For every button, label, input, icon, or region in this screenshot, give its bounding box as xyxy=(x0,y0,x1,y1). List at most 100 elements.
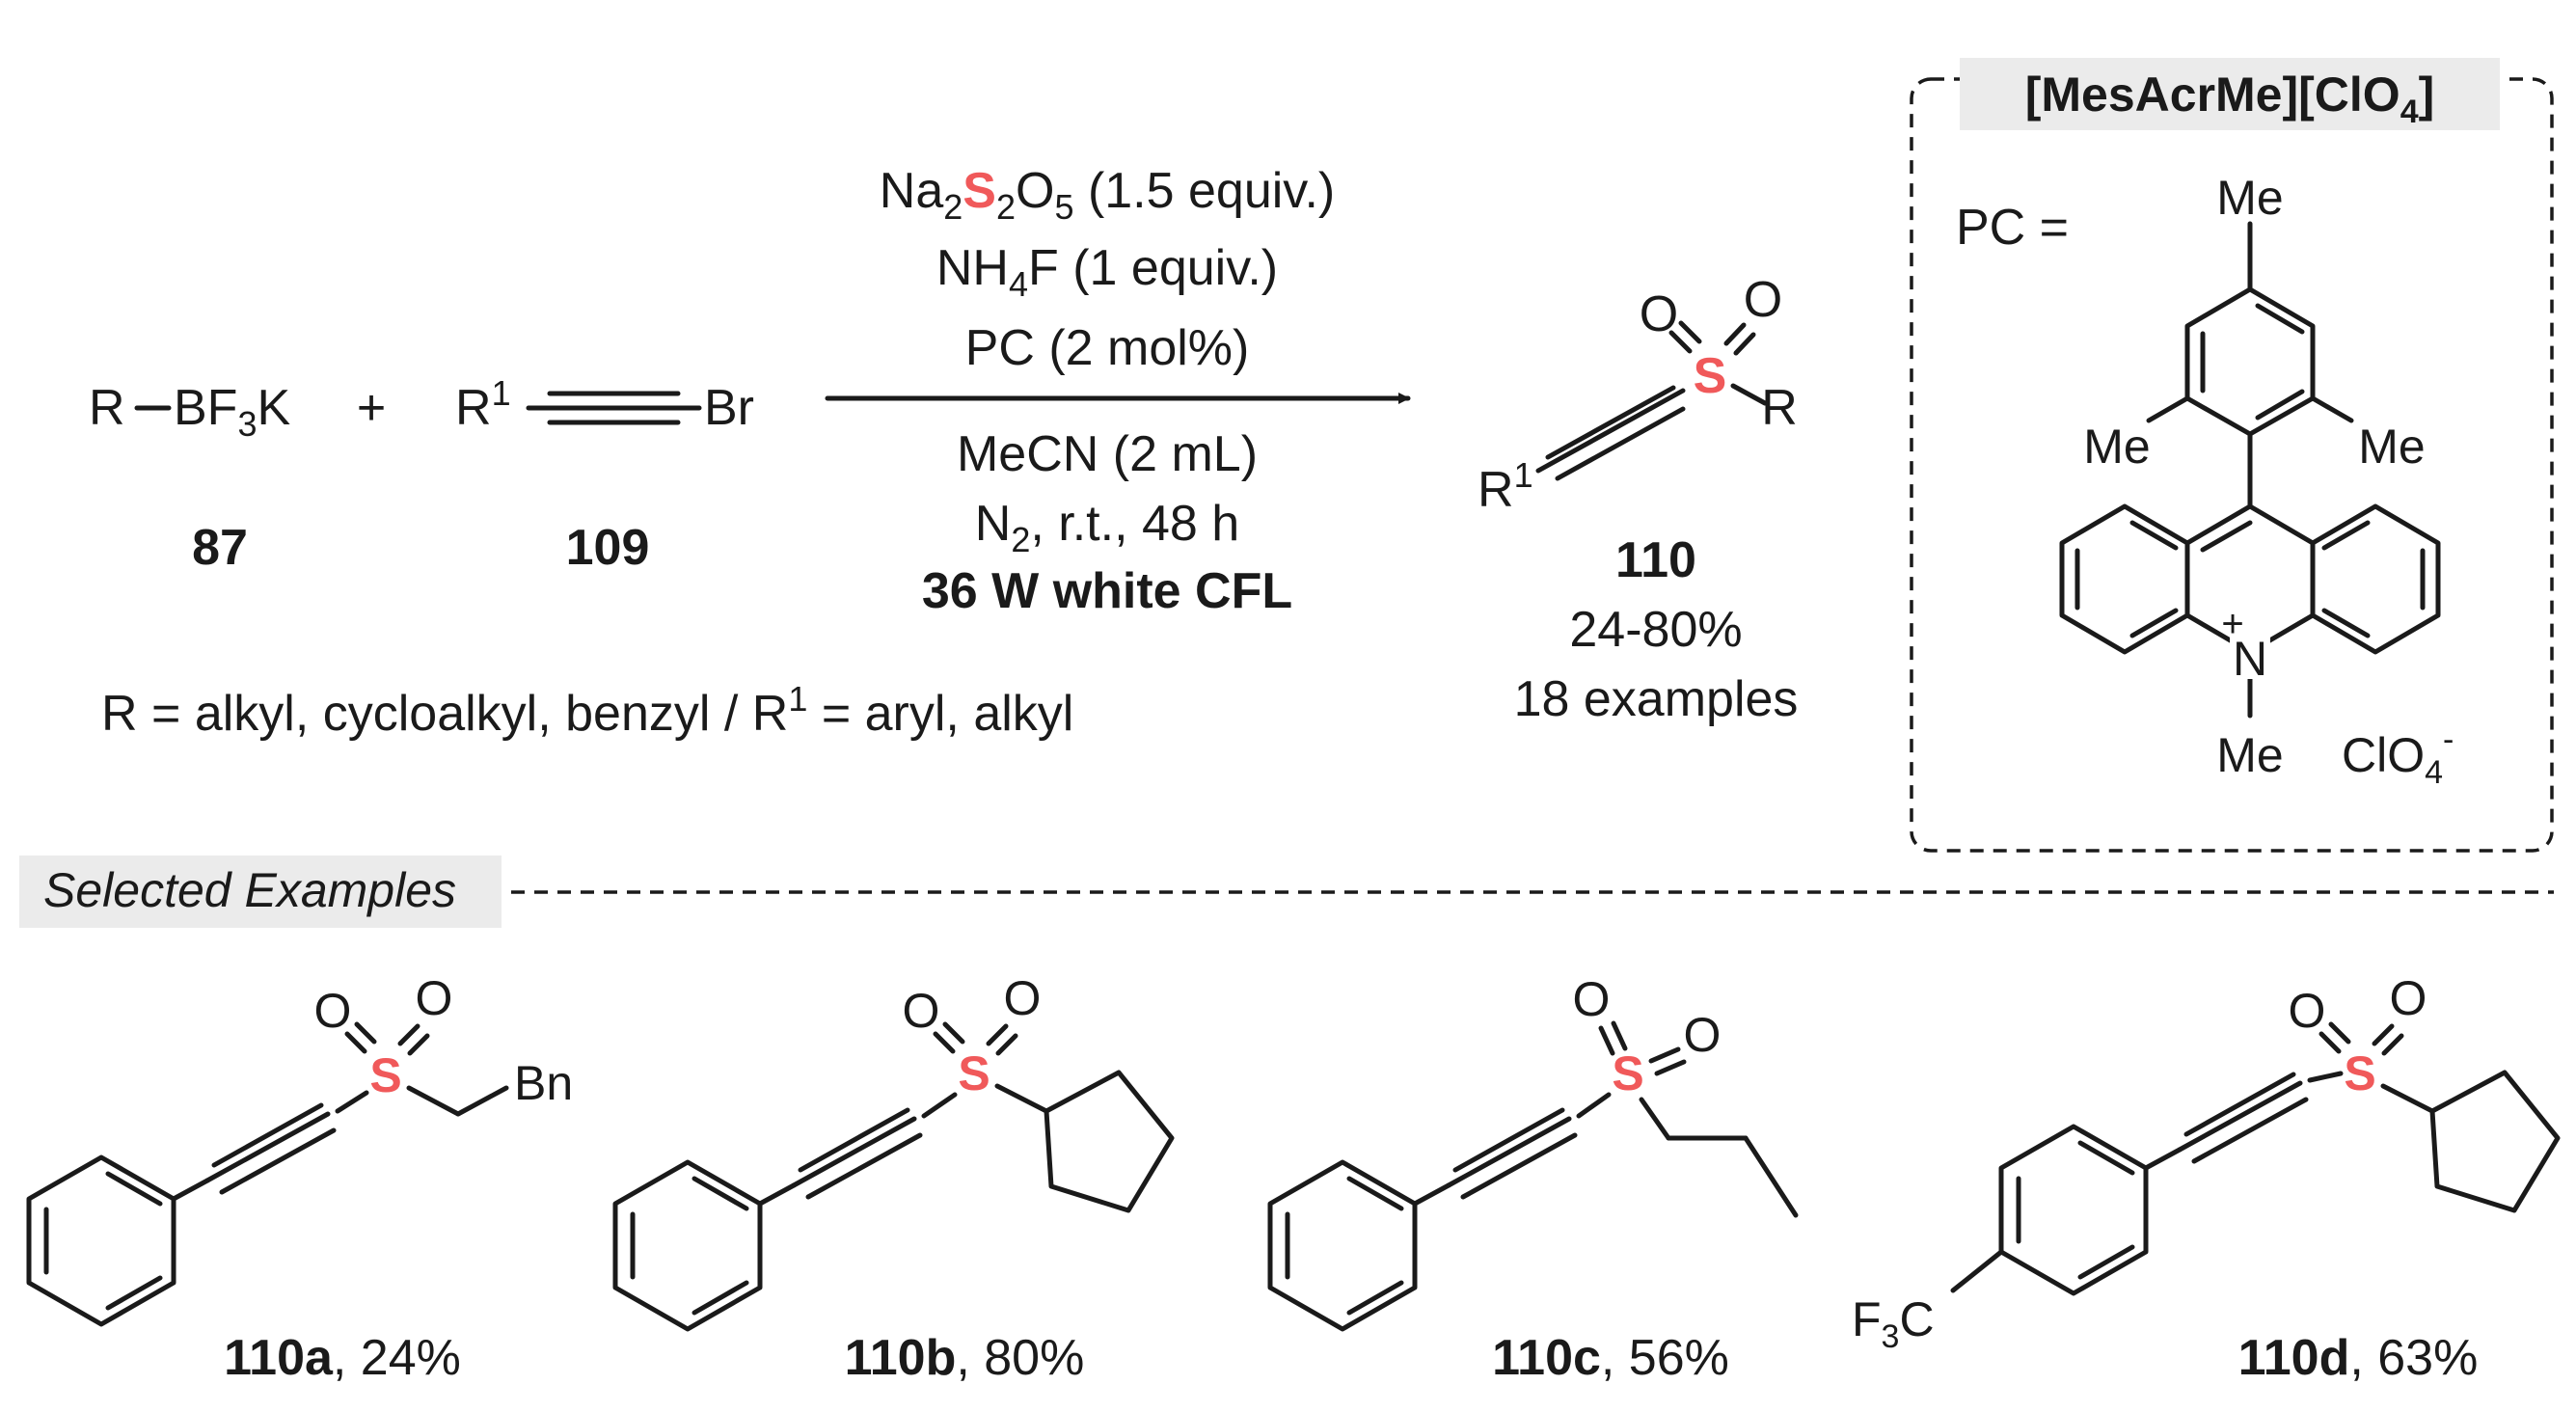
alkyne-110c-center xyxy=(1446,1116,1572,1188)
right-ring-double-2 xyxy=(2321,520,2371,551)
label-110d: 110d, 63% xyxy=(2238,1330,2479,1386)
acridinium-left-ring xyxy=(2059,503,2190,655)
aryl-110d-double-3 xyxy=(2077,1244,2135,1280)
oxygen-110b-left: O xyxy=(903,984,940,1038)
so-110a-right-1 xyxy=(397,1023,420,1046)
so-bond-left-2 xyxy=(1678,320,1702,344)
oxygen-110c-top: O xyxy=(1573,972,1611,1026)
alkyne-110a-top xyxy=(211,1102,324,1168)
s-ch2-bond-110a xyxy=(406,1085,461,1117)
oxygen-110c-right: O xyxy=(1684,1008,1722,1062)
so-bond-right-2 xyxy=(1733,332,1756,356)
phenyl-ring-110b xyxy=(612,1159,763,1332)
so-110b-right-2 xyxy=(995,1033,1018,1056)
example-110d: F3C S O O 110d, 63% xyxy=(1852,971,2561,1386)
aryl-110d-double-2 xyxy=(2077,1140,2135,1176)
phenyl-110b-double-2 xyxy=(691,1176,749,1211)
mesityl-ring xyxy=(2146,221,2354,509)
reactant1-bf3k: BF3K xyxy=(174,380,290,444)
oxygen-110d-left: O xyxy=(2289,984,2326,1038)
selected-examples-label-bg xyxy=(19,855,502,928)
oxygen-110d-right: O xyxy=(2390,971,2427,1025)
acridinium-central-ring xyxy=(2184,503,2316,655)
so-110d-right-2 xyxy=(2381,1033,2404,1056)
compound-87-label: 87 xyxy=(192,520,248,576)
sulfur-110d: S xyxy=(2344,1046,2375,1100)
left-ring-double-2 xyxy=(2129,520,2179,551)
methyl-left: Me xyxy=(2083,420,2150,474)
alkyne-110b-bottom xyxy=(805,1132,923,1200)
acridinium-right-ring xyxy=(2310,503,2441,655)
s-cyclopentyl-bond-110d xyxy=(2380,1083,2435,1114)
alkyne-110d-center xyxy=(2177,1080,2303,1153)
phenyl-ring-110a xyxy=(26,1154,176,1327)
cf3-group: F3C xyxy=(1852,1292,1935,1355)
ph-alkyne-bond-110b xyxy=(757,1182,797,1207)
so-110c-right-2 xyxy=(1654,1059,1687,1076)
right-ring-double-3 xyxy=(2321,608,2371,638)
yield-range: 24-80% xyxy=(1569,602,1742,658)
alkyne-110b-top xyxy=(798,1107,910,1173)
example-110c: S O O 110c, 56% xyxy=(1267,972,1799,1386)
so-110a-right-2 xyxy=(407,1033,430,1056)
alkyne-s-bond-110d xyxy=(2307,1071,2344,1083)
mesityl-double-3 xyxy=(2255,389,2305,421)
so-bond-right-1 xyxy=(1723,322,1747,346)
label-110b: 110b, 80% xyxy=(845,1330,1085,1386)
so-110a-left-1 xyxy=(344,1031,367,1054)
example-110a: S O O Bn 110a, 24% xyxy=(26,971,573,1386)
methyl-n: Me xyxy=(2216,728,2283,782)
oxygen-110b-right: O xyxy=(1004,971,1042,1025)
phenyl-110c-double-3 xyxy=(1346,1280,1404,1316)
propyl-bond-1 xyxy=(1639,1097,1671,1141)
phenyl-110b-double-3 xyxy=(691,1280,749,1316)
central-ring-double xyxy=(2200,520,2253,553)
mesityl-hexagon xyxy=(2184,286,2316,437)
reactant-trifluoroborate: R BF3K 87 xyxy=(89,380,290,576)
condition-nh4f: NH4F (1 equiv.) xyxy=(936,240,1278,304)
alkyne-110b-center xyxy=(791,1116,917,1188)
acridinium-nitrogen: N xyxy=(2233,632,2267,686)
methyl-right: Me xyxy=(2358,420,2425,474)
condition-atmosphere-time: N2, r.t., 48 h xyxy=(975,496,1239,559)
so-110c-top-1 xyxy=(1598,1025,1615,1056)
cyclopentyl-ring-110d xyxy=(2429,1070,2561,1213)
so-110c-top-2 xyxy=(1611,1020,1628,1051)
alkyne-110d-bottom xyxy=(2191,1097,2309,1164)
phenyl-110a-double-2 xyxy=(105,1171,163,1207)
perchlorate-counterion: ClO4- xyxy=(2342,721,2454,791)
product-sulfur: S xyxy=(1694,348,1727,404)
s-r-bond xyxy=(1730,383,1768,406)
so-110d-left-2 xyxy=(2328,1021,2351,1045)
s-cyclopentyl-bond-110b xyxy=(994,1083,1049,1114)
phenyl-110a-double-3 xyxy=(105,1275,163,1311)
condition-solvent: MeCN (2 mL) xyxy=(957,426,1258,482)
reactant2-r1: R1 xyxy=(455,373,511,436)
methyl-top: Me xyxy=(2216,171,2283,225)
sulfur-110a: S xyxy=(369,1048,401,1102)
acridinium-core xyxy=(2059,503,2441,719)
sulfur-110b: S xyxy=(958,1046,990,1100)
alkyne-110d-top xyxy=(2183,1072,2296,1137)
condition-na2s2o5: Na2S2O5 (1.5 equiv.) xyxy=(880,163,1335,227)
ch2-bn-bond-110a xyxy=(455,1085,509,1117)
example-count: 18 examples xyxy=(1514,671,1799,727)
reactant2-br: Br xyxy=(704,380,754,436)
nitrogen-positive-charge: + xyxy=(2221,603,2243,645)
label-110a: 110a, 24% xyxy=(224,1330,461,1386)
aryl-cf3-bond xyxy=(1950,1249,2004,1293)
bn-label-110a: Bn xyxy=(514,1056,573,1110)
left-ring-double-3 xyxy=(2129,608,2179,638)
alkyne-s-bond-110c xyxy=(1576,1092,1612,1119)
plus-sign: + xyxy=(357,380,386,436)
alkyne-110a-bottom xyxy=(219,1127,337,1195)
scope-note: R = alkyl, cycloalkyl, benzyl / R1 = ary… xyxy=(101,679,1073,742)
catalyst-title: [MesAcrMe][ClO4] xyxy=(2025,68,2435,130)
catalyst-title-background xyxy=(1960,58,2500,130)
product-r1: R1 xyxy=(1478,455,1533,518)
alkyne-110c-bottom xyxy=(1460,1132,1578,1200)
reaction-conditions: Na2S2O5 (1.5 equiv.) NH4F (1 equiv.) PC … xyxy=(825,163,1411,619)
ph-alkyne-bond-110c xyxy=(1412,1182,1451,1207)
propyl-bond-3 xyxy=(1743,1135,1799,1218)
alkyne-s-bond-110b xyxy=(921,1092,958,1119)
